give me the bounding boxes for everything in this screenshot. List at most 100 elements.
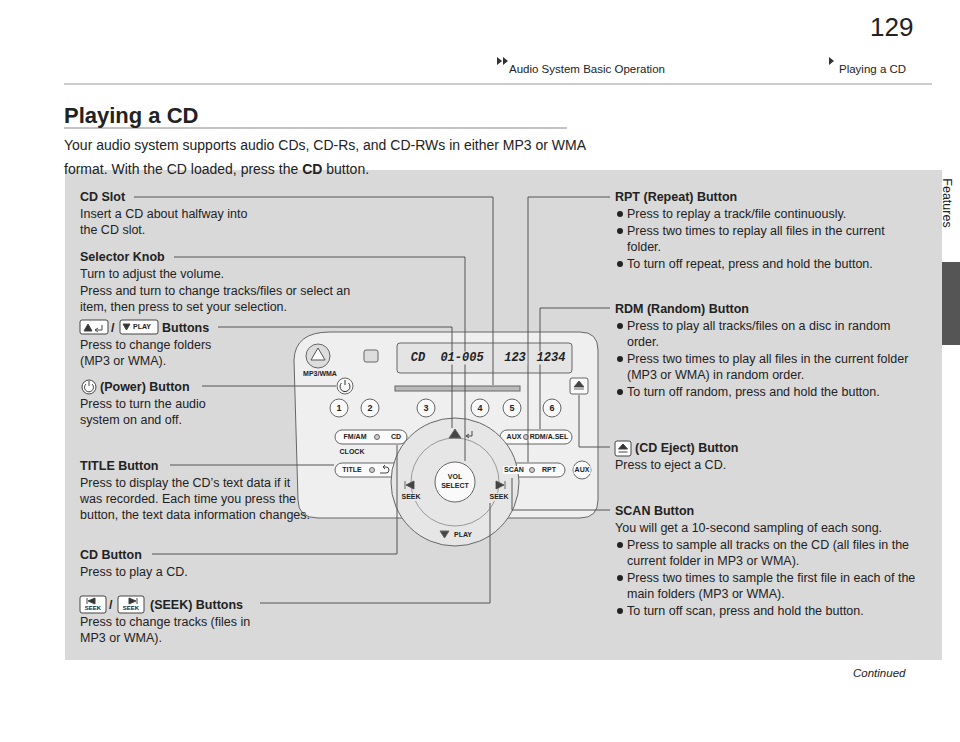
indicator-dot xyxy=(375,435,380,440)
callout-heading: TITLE Button xyxy=(80,458,158,474)
control-label: PLAY xyxy=(453,531,473,539)
control-label: SEEK xyxy=(488,493,509,501)
seek-back-icon xyxy=(80,596,106,613)
intro-text: Your audio system supports audio CDs, CD… xyxy=(64,137,585,177)
hazard-button xyxy=(306,344,330,368)
eject-button xyxy=(570,378,588,394)
bullet-text: Press to play all tracks/files on a disc… xyxy=(615,318,915,350)
small-button xyxy=(364,350,378,362)
callout-heading: (Power) Button xyxy=(100,379,190,395)
bullet-text: Press to replay a track/file continuousl… xyxy=(615,206,915,222)
up-arrow xyxy=(449,429,461,438)
callout-text: Press to change folders (MP3 or WMA). xyxy=(80,337,240,369)
intro-text: button. xyxy=(326,161,369,177)
leader-line xyxy=(579,395,610,447)
bullet-text: To turn off scan, press and hold the but… xyxy=(615,603,925,619)
figure-panel xyxy=(65,170,942,660)
preset-button xyxy=(471,399,489,417)
control-label: AUX xyxy=(506,433,523,441)
display xyxy=(397,343,572,373)
folder-up-icon xyxy=(80,320,108,334)
callout-text: Press to display the CD’s text data if i… xyxy=(80,475,315,523)
control-label: 3 xyxy=(422,403,429,413)
seek-forward-symbol xyxy=(129,598,137,604)
display-text: 1234 xyxy=(536,352,567,365)
callout-text: Press to play a CD. xyxy=(80,564,380,580)
callout-heading: RPT (Repeat) Button xyxy=(615,189,737,205)
folder-down-icon xyxy=(120,320,158,334)
callout-heading: SCAN Button xyxy=(615,503,694,519)
eject-symbol xyxy=(619,444,628,452)
intro-text: Your audio system supports audio CDs, CD… xyxy=(64,133,589,181)
continued-note: Continued xyxy=(853,665,905,681)
eject-icon xyxy=(615,441,631,456)
bullet-text: To turn off repeat, press and hold the b… xyxy=(615,256,915,272)
control-label: SELECT xyxy=(440,482,470,490)
return-symbol xyxy=(95,325,102,332)
control-label: 6 xyxy=(548,403,555,413)
callout-heading: (CD Eject) Button xyxy=(635,440,738,456)
callout-heading: (SEEK) Buttons xyxy=(150,597,243,613)
breadcrumb-text: Playing a CD xyxy=(839,61,906,77)
control-label: 2 xyxy=(366,403,373,413)
icon-text: SEEK xyxy=(123,605,139,612)
callout-text: Turn to adjust the volume. xyxy=(80,266,380,282)
control-label: RDM/A.SEL xyxy=(529,433,570,441)
indicator-dot xyxy=(530,468,535,473)
callout-heading: / xyxy=(111,320,114,336)
bullet-text: Press two times to play all files in the… xyxy=(615,351,915,383)
bullet-text: Press to sample all tracks on the CD (al… xyxy=(615,537,925,569)
leader-line xyxy=(540,308,610,429)
callout-text: Press to change tracks (files in MP3 or … xyxy=(80,614,255,646)
control-label: SEEK xyxy=(400,493,421,501)
seek-forward-symbol xyxy=(496,481,505,489)
power-icon xyxy=(82,380,96,394)
leader-line xyxy=(218,327,452,428)
audio-unit xyxy=(294,332,598,546)
leader-line xyxy=(170,465,334,466)
power-symbol xyxy=(340,380,350,392)
callout-heading: RDM (Random) Button xyxy=(615,301,749,317)
callout-heading: CD Slot xyxy=(80,189,125,205)
callout-text: Press to turn the audio system on and of… xyxy=(80,396,240,428)
up-arrow xyxy=(84,324,92,331)
control-label: FM/AM xyxy=(343,433,368,441)
control-ring xyxy=(391,418,519,546)
preset-button xyxy=(503,399,521,417)
page-number: 129 xyxy=(870,12,913,42)
callout-heading: / xyxy=(109,597,112,613)
callout-text: You will get a 10-second sampling of eac… xyxy=(615,520,935,536)
leader-line xyxy=(202,386,336,387)
callout-text: Press and turn to change tracks/files or… xyxy=(80,283,365,315)
control-label: CD xyxy=(390,433,402,441)
indicator-dot xyxy=(370,468,375,473)
hazard-symbol xyxy=(311,348,325,360)
page-title: Playing a CD xyxy=(64,103,198,129)
power-symbol xyxy=(85,381,94,392)
down-arrow xyxy=(440,531,449,538)
callout-heading: Buttons xyxy=(162,320,209,336)
power-button xyxy=(337,378,353,394)
leader-line xyxy=(512,478,610,510)
callout-heading: CD Button xyxy=(80,547,142,563)
bullet-text: Press two times to sample the first file… xyxy=(615,570,925,602)
preset-button xyxy=(361,399,379,417)
cd-slot xyxy=(395,386,520,391)
section-tab-text: Features xyxy=(939,178,955,227)
header-rule xyxy=(64,84,932,85)
display-text: 123 xyxy=(503,352,527,365)
preset-button xyxy=(330,399,348,417)
aux-button xyxy=(573,461,591,479)
control-label: CLOCK xyxy=(339,448,366,456)
icon-text: SEEK xyxy=(85,605,101,612)
breadcrumb-text: Audio System Basic Operation xyxy=(509,61,665,77)
control-label: TITLE xyxy=(341,466,362,474)
bullet-text: Press two times to replay all files in t… xyxy=(615,223,915,255)
control-label: MP3/WMA xyxy=(302,370,338,378)
display-text: CD xyxy=(410,352,426,365)
callout-icons xyxy=(80,320,631,613)
control-label: 1 xyxy=(335,403,342,413)
control-label: SCAN xyxy=(503,466,525,474)
callout-text: Press to eject a CD. xyxy=(615,457,915,473)
back-symbol xyxy=(380,465,389,473)
